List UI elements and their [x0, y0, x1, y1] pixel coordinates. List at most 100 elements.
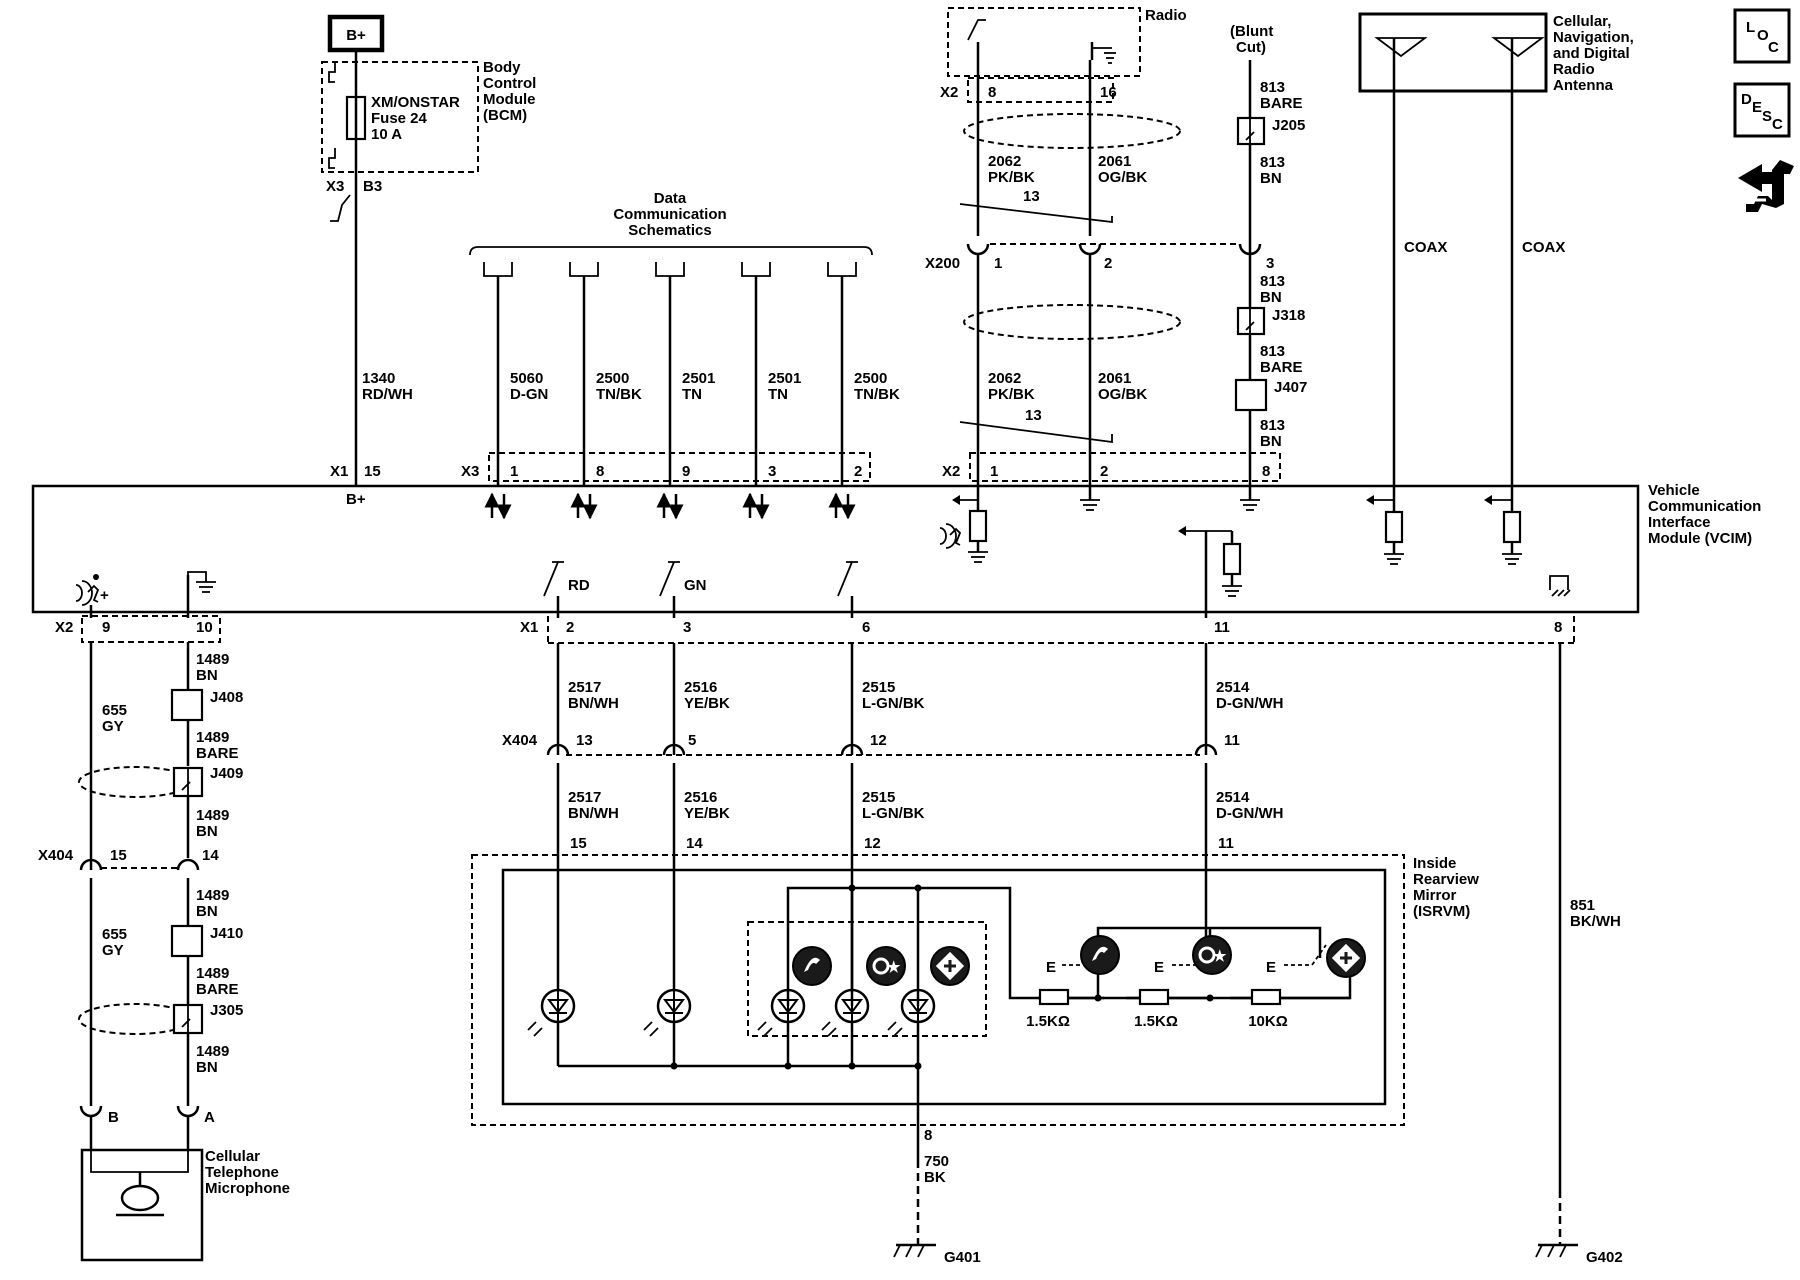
data-wire-pin-0: 1: [510, 463, 518, 480]
bcm-box: [321, 61, 479, 173]
mirror-isrvm-pin-0: 15: [570, 835, 587, 852]
vcim-x2-2-ground-icon: [1080, 496, 1100, 511]
wire-1489-color-d: BN: [196, 903, 218, 920]
phone-button-icon[interactable]: [792, 946, 832, 986]
mirror-isrvm-pin-1: 14: [686, 835, 703, 852]
wire-655-color-a: GY: [102, 718, 124, 735]
connector-view-icon[interactable]: [1738, 160, 1794, 212]
svg-text:★: ★: [1213, 948, 1227, 965]
bottom-x2-pin-9: 9: [102, 619, 110, 636]
location-view-button[interactable]: L O C: [1733, 8, 1791, 64]
vcim-bplus-label: B+: [346, 491, 366, 508]
mirror-x404-pin-1: 5: [688, 732, 696, 749]
wire-1489-circuit-c: 1489: [196, 807, 229, 824]
x200-pin-2: 2: [1104, 255, 1112, 272]
vcim-x2-pin-1: 1: [990, 463, 998, 480]
isrvm-leds: [527, 988, 936, 1066]
wire-813-circuit-2: 813: [1260, 154, 1285, 171]
ground-g401-label: G401: [944, 1249, 981, 1266]
svg-text:D: D: [1741, 91, 1752, 108]
data-wire-color-1: TN/BK: [596, 386, 642, 403]
bottom-x2-connector: [81, 615, 221, 643]
data-comm-wires: 5060D-GN12500TN/BK82501TN92501TN32500TN/…: [483, 262, 900, 486]
vcim-mic-input-icon: +: [75, 574, 109, 618]
blunt-cut-label: (Blunt Cut): [1230, 23, 1273, 56]
shield-ellipse-mid: [963, 304, 1181, 340]
bcm-b3-label: B3: [363, 178, 382, 195]
led-indicator-icon: [757, 988, 806, 1066]
svg-text:Antenna: Antenna: [1553, 77, 1614, 94]
svg-text:Rearview: Rearview: [1413, 871, 1479, 888]
onstar-button-icon[interactable]: ★: [1192, 935, 1232, 975]
svg-text:Inside: Inside: [1413, 855, 1456, 872]
splice-j318-label: J318: [1272, 307, 1305, 324]
bidirectional-arrow-icon: [742, 492, 770, 520]
wire-813-circuit-5: 813: [1260, 417, 1285, 434]
antenna-box: [1358, 12, 1548, 93]
data-wire-circuit-0: 5060: [510, 370, 543, 387]
svg-text:Cellular,: Cellular,: [1553, 13, 1611, 30]
emergency-button-icon[interactable]: [1326, 938, 1366, 978]
radio-pin-16: 16: [1100, 84, 1117, 101]
mirror-switch-network: 1.5KΩ 1.5KΩ 10KΩ E E E: [1026, 926, 1350, 1030]
isrvm-inner-box: [501, 868, 1387, 1106]
splice-j410-label: J410: [210, 925, 243, 942]
wire-2061-circuit: 2061: [1098, 153, 1131, 170]
mic-x404-pin-15: 15: [110, 847, 127, 864]
shield-ellipse-top: [963, 113, 1181, 149]
data-comm-title: Data Communication Schematics: [613, 190, 726, 239]
vcim-led-driver-gn: GN: [659, 561, 707, 618]
vcim-x1-11-input: [1178, 526, 1242, 618]
onstar-button-icon[interactable]: ★: [866, 946, 906, 986]
vcim-data-arrows: [484, 492, 856, 520]
bidirectional-arrow-icon: [656, 492, 684, 520]
splice-j205-icon: [1236, 116, 1266, 146]
ground-g402-icon: [1535, 1243, 1578, 1258]
x200-pin-3: 3: [1266, 255, 1274, 272]
splice-j305-label: J305: [210, 1002, 243, 1019]
fuse-label: XM/ONSTAR Fuse 24 10 A: [371, 94, 460, 143]
mirror-lower-circuit-0: 2517: [568, 789, 601, 806]
svg-text:Schematics: Schematics: [628, 222, 711, 239]
mirror-button-bus: [786, 886, 1352, 1006]
wire-655-color-b: GY: [102, 942, 124, 959]
mirror-upper-circuit-2: 2515: [862, 679, 895, 696]
splice-j409-label: J409: [210, 765, 243, 782]
svg-text:L: L: [1746, 19, 1755, 36]
svg-text:O: O: [1757, 27, 1769, 44]
mirror-lower-color-3: D-GN/WH: [1216, 805, 1284, 822]
svg-text:Mirror: Mirror: [1413, 887, 1457, 904]
vcim-x2-connector: [969, 452, 1281, 482]
radio-switch-icon: [967, 19, 986, 41]
mirror-x404-pin-0: 13: [576, 732, 593, 749]
mirror-lower-color-1: YE/BK: [684, 805, 730, 822]
mirror-wires: 2517BN/WH132517BN/WH152516YE/BK52516YE/B…: [546, 643, 1284, 990]
svg-text:Communication: Communication: [613, 206, 726, 223]
data-wire-color-3: TN: [768, 386, 788, 403]
wire-813-color-3: BN: [1260, 289, 1282, 306]
phone-button-icon[interactable]: [1080, 935, 1120, 975]
bottom-x1-pin-2: 2: [566, 619, 574, 636]
bcm-label: Body Control Module (BCM): [483, 59, 536, 124]
wire-2062-circuit-lower: 2062: [988, 370, 1021, 387]
switch-e-2: E: [1154, 959, 1164, 976]
wire-1340-color: RD/WH: [362, 386, 413, 403]
mirror-x404-pin-2: 12: [870, 732, 887, 749]
wire-1340-circuit: 1340: [362, 370, 395, 387]
splice-j407-label: J407: [1274, 379, 1307, 396]
description-view-button[interactable]: D E S C: [1733, 82, 1791, 138]
microphone-label: Cellular Telephone Microphone: [205, 1148, 290, 1197]
mic-x404-label: X404: [38, 847, 74, 864]
vcim-x1-pin: 15: [364, 463, 381, 480]
emergency-button-icon[interactable]: [930, 946, 970, 986]
mirror-upper-color-2: L-GN/BK: [862, 695, 925, 712]
bcm-connector-icon: [330, 194, 351, 222]
wire-2062-color: PK/BK: [988, 169, 1035, 186]
coax-label-1: COAX: [1404, 239, 1447, 256]
svg-text:10 A: 10 A: [371, 126, 402, 143]
data-wire-circuit-4: 2500: [854, 370, 887, 387]
svg-text:Vehicle: Vehicle: [1648, 482, 1700, 499]
